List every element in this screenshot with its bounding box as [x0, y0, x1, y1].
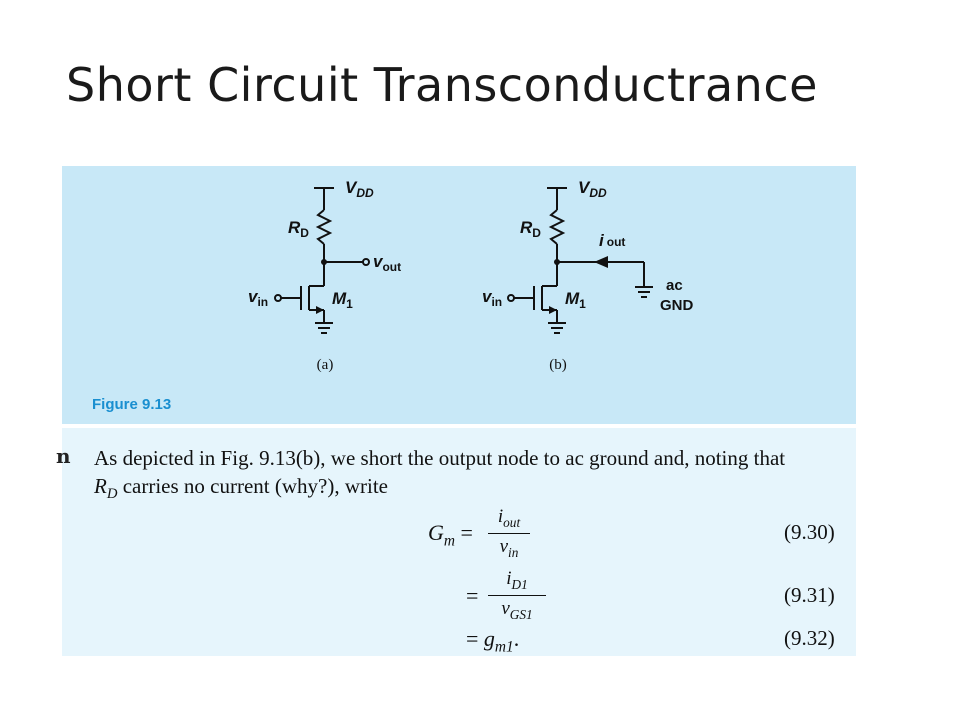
gm-symbol: G — [428, 520, 444, 545]
ac-label-b: ac — [666, 277, 683, 294]
numerator-sub: out — [503, 514, 521, 530]
equals-sign: = — [466, 626, 479, 651]
rd-sub-a: D — [300, 226, 309, 240]
rd-label-a: R — [288, 218, 301, 237]
rd-symbol: R — [94, 474, 107, 498]
equation-9-31-fraction: iD1 vGS1 — [488, 568, 546, 623]
rd-symbol-sub: D — [106, 486, 118, 503]
gm1-sub: m1 — [494, 638, 514, 656]
vin-label-b: v — [482, 287, 493, 306]
rd-resistor-b — [548, 209, 566, 245]
slide-title: Short Circuit Transconductrance — [66, 58, 818, 112]
rd-resistor-a — [315, 209, 333, 245]
iout-sub-b: out — [607, 235, 626, 249]
figure-caption: Figure 9.13 — [92, 396, 171, 413]
equation-9-30-fraction: iout vin — [488, 506, 530, 561]
numerator-var: i — [506, 568, 512, 589]
equals-sign: = — [455, 520, 473, 545]
denominator-var: v — [499, 535, 509, 557]
vout-label-a: v — [373, 252, 384, 271]
equation-9-32: = gm1. — [466, 626, 519, 656]
svg-text:RD: RD — [288, 218, 309, 240]
svg-text:VDD: VDD — [345, 178, 374, 200]
drain-node-a — [321, 259, 327, 265]
rd-label-b: R — [520, 218, 533, 237]
svg-text:RD: RD — [520, 218, 541, 240]
svg-text:VDD: VDD — [578, 178, 607, 200]
equation-number: (9.30) — [784, 520, 835, 544]
vdd-label-a: V — [345, 178, 358, 197]
svg-text:M1: M1 — [332, 289, 353, 311]
vdd-label-b: V — [578, 178, 591, 197]
vin-sub-a: in — [257, 295, 268, 309]
equation-number: (9.32) — [784, 626, 835, 650]
iout-label-b: i — [599, 231, 605, 250]
denominator-sub: in — [508, 544, 519, 560]
numerator-sub: D1 — [511, 576, 528, 592]
source-arrow-b — [549, 306, 557, 314]
fraction-bar — [488, 532, 530, 534]
gnd-label-b: GND — [660, 297, 694, 314]
paragraph-line-2-rest: carries no current (why?), write — [117, 474, 388, 498]
equals-sign: = — [466, 583, 479, 608]
sublabel-a: (a) — [317, 357, 334, 373]
m1-label-b: M — [565, 289, 580, 308]
drain-node-b — [554, 259, 560, 265]
svg-text:vin: vin — [482, 287, 502, 309]
svg-text:vout: vout — [373, 252, 401, 274]
denominator-sub: GS1 — [509, 606, 533, 622]
fraction-bar — [488, 594, 546, 596]
vout-sub-a: out — [382, 260, 401, 274]
m1-sub-b: 1 — [579, 297, 586, 311]
equation-number: (9.31) — [784, 583, 835, 607]
svg-text:iout: iout — [599, 231, 625, 250]
vin-terminal-a — [274, 294, 282, 302]
m1-label-a: M — [332, 289, 347, 308]
clipped-letter: n — [56, 444, 71, 468]
numerator-var: i — [497, 506, 504, 527]
paragraph-line-2: RD carries no current (why?), write — [94, 472, 844, 508]
period: . — [513, 626, 520, 651]
vin-label-a: v — [248, 287, 259, 306]
paragraph-line-1: As depicted in Fig. 9.13(b), we short th… — [94, 446, 786, 470]
vdd-sub-a: DD — [356, 186, 374, 200]
vout-terminal-a — [362, 258, 370, 266]
vdd-sub-b: DD — [589, 186, 607, 200]
denominator-var: v — [501, 597, 510, 619]
equation-9-30-lhs: Gm = — [428, 520, 473, 550]
gm1-symbol: g — [483, 626, 495, 651]
svg-text:M1: M1 — [565, 289, 586, 311]
gm-sub: m — [443, 532, 456, 550]
m1-sub-a: 1 — [346, 297, 353, 311]
body-paragraph: As depicted in Fig. 9.13(b), we short th… — [94, 444, 844, 508]
svg-text:vin: vin — [248, 287, 268, 309]
rd-sub-b: D — [532, 226, 541, 240]
source-arrow-a — [316, 306, 324, 314]
vin-sub-b: in — [491, 295, 502, 309]
iout-arrow-b — [594, 256, 608, 268]
text-panel — [62, 428, 856, 656]
sublabel-b: (b) — [549, 357, 567, 373]
vin-terminal-b — [507, 294, 515, 302]
